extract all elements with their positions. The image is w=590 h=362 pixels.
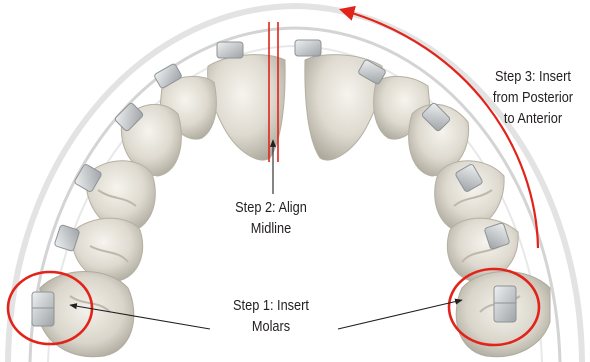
step2-line1: Step 2: Align [214, 198, 328, 219]
step1-line2: Molars [214, 317, 328, 338]
step2-label: Step 2: Align Midline [214, 198, 328, 240]
step3-line1: Step 3: Insert [485, 67, 582, 88]
step2-line2: Midline [214, 219, 328, 240]
step1-pointer-right [338, 300, 462, 329]
molar-tube-left [32, 292, 54, 326]
step1-label: Step 1: Insert Molars [214, 296, 328, 338]
step3-label: Step 3: Insert from Posterior to Anterio… [485, 67, 582, 130]
molar-tube-right [494, 286, 516, 322]
step3-line3: to Anterior [485, 109, 582, 130]
step3-line2: from Posterior [485, 88, 582, 109]
bracket [217, 42, 243, 58]
bracket [295, 40, 321, 56]
step1-line1: Step 1: Insert [214, 296, 328, 317]
